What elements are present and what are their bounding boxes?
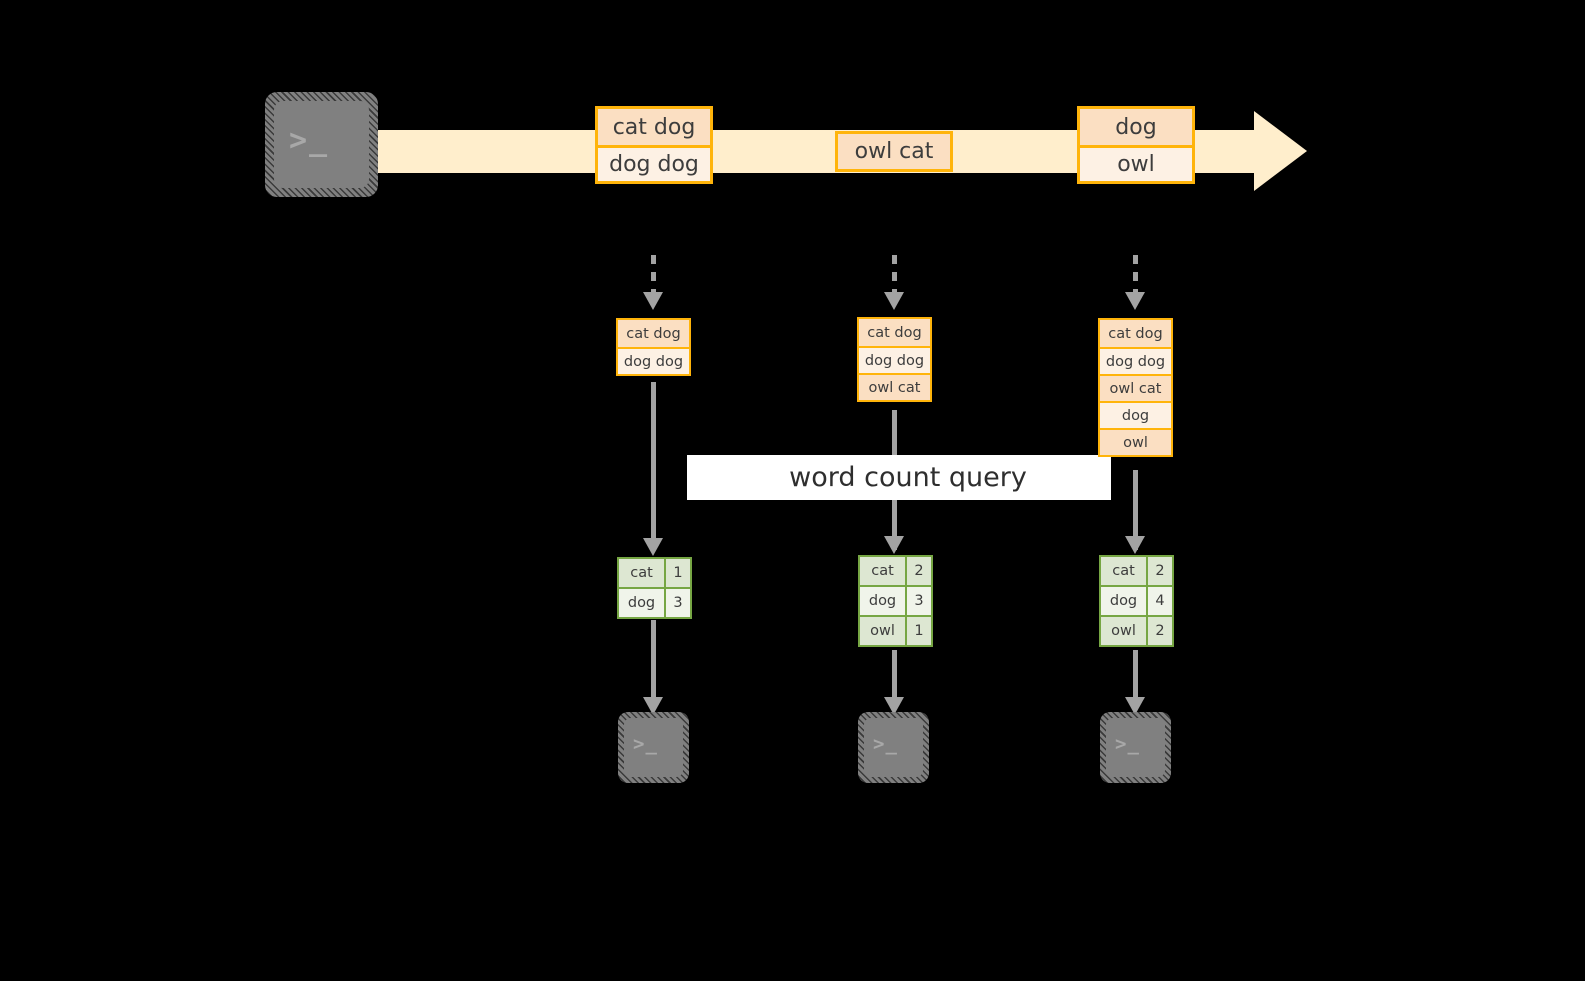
result-count: 2 (905, 557, 931, 585)
result-count: 3 (905, 587, 931, 615)
result-count: 2 (1146, 557, 1172, 585)
result-count: 4 (1146, 587, 1172, 615)
snapshot-2-input-box: cat dog dog dog owl cat (857, 317, 932, 402)
terminal-prompt: >_ (873, 733, 898, 755)
snapshot-input-line: cat dog (1100, 320, 1171, 347)
snapshot-3-dashed-arrowhead (1125, 292, 1145, 310)
snapshot-1-query-arrowhead (643, 538, 663, 556)
record-line: owl cat (838, 134, 950, 169)
record-line: dog dog (598, 145, 710, 181)
snapshot-1-sink-connector (651, 620, 656, 708)
snapshot-input-line: dog (1100, 401, 1171, 428)
result-word: cat (630, 565, 653, 581)
snapshot-3-sink-connector (1133, 650, 1138, 708)
table-row: cat 1 (619, 559, 690, 587)
stream-record-3: dog owl (1077, 106, 1195, 184)
snapshot-3-sink-terminal-icon: >_ (1100, 712, 1171, 783)
snapshot-2-dashed-arrowhead (884, 292, 904, 310)
source-terminal-icon: >_ (265, 92, 378, 197)
table-row: dog 4 (1101, 585, 1172, 615)
table-row: owl 2 (1101, 615, 1172, 645)
table-row: cat 2 (1101, 557, 1172, 585)
snapshot-1-result-table: cat 1 dog 3 (617, 557, 692, 619)
terminal-screen (274, 101, 369, 188)
result-count: 1 (905, 617, 931, 645)
snapshot-3-query-connector (1133, 470, 1138, 550)
table-row: dog 3 (619, 587, 690, 617)
query-label-text: word count query (789, 462, 1027, 493)
snapshot-2-result-table: cat 2 dog 3 owl 1 (858, 555, 933, 647)
snapshot-2-sink-arrowhead (884, 697, 904, 715)
result-word: dog (627, 595, 656, 611)
snapshot-input-line: owl cat (1100, 374, 1171, 401)
snapshot-3-input-box: cat dog dog dog owl cat dog owl (1098, 318, 1173, 457)
terminal-screen (864, 718, 923, 777)
snapshot-2-sink-connector (892, 650, 897, 708)
result-count: 3 (664, 589, 690, 617)
snapshot-1-sink-arrowhead (643, 697, 663, 715)
snapshot-1-dashed-arrowhead (643, 292, 663, 310)
snapshot-2-query-arrowhead (884, 536, 904, 554)
table-row: cat 2 (860, 557, 931, 585)
snapshot-input-line: cat dog (618, 320, 689, 347)
result-count: 2 (1146, 617, 1172, 645)
result-word: cat (1112, 563, 1135, 579)
result-count: 1 (664, 559, 690, 587)
snapshot-input-line: dog dog (859, 346, 930, 373)
snapshot-3-dashed-connector (1133, 255, 1138, 297)
result-word: dog (868, 593, 897, 609)
snapshot-1-query-connector (651, 382, 656, 550)
terminal-prompt: >_ (289, 123, 330, 158)
snapshot-3-query-arrowhead (1125, 536, 1145, 554)
snapshot-2-sink-terminal-icon: >_ (858, 712, 929, 783)
stream-record-1: cat dog dog dog (595, 106, 713, 184)
snapshot-1-sink-terminal-icon: >_ (618, 712, 689, 783)
table-row: dog 3 (860, 585, 931, 615)
snapshot-input-line: cat dog (859, 319, 930, 346)
terminal-screen (624, 718, 683, 777)
snapshot-2-dashed-connector (892, 255, 897, 297)
record-line: owl (1080, 145, 1192, 181)
record-line: dog (1080, 109, 1192, 145)
snapshot-input-line: dog dog (618, 347, 689, 374)
table-row: owl 1 (860, 615, 931, 645)
snapshot-1-dashed-connector (651, 255, 656, 297)
snapshot-3-sink-arrowhead (1125, 697, 1145, 715)
snapshot-input-line: owl cat (859, 373, 930, 400)
snapshot-input-line: owl (1100, 428, 1171, 455)
result-word: owl (1111, 623, 1136, 639)
result-word: cat (871, 563, 894, 579)
result-word: dog (1109, 593, 1138, 609)
record-line: cat dog (598, 109, 710, 145)
result-word: owl (870, 623, 895, 639)
query-label: word count query (687, 455, 1111, 500)
terminal-prompt: >_ (1115, 733, 1140, 755)
snapshot-3-result-table: cat 2 dog 4 owl 2 (1099, 555, 1174, 647)
snapshot-input-line: dog dog (1100, 347, 1171, 374)
stream-record-2: owl cat (835, 131, 953, 172)
terminal-screen (1106, 718, 1165, 777)
terminal-prompt: >_ (633, 733, 658, 755)
arrow-right-icon (1254, 111, 1307, 191)
snapshot-1-input-box: cat dog dog dog (616, 318, 691, 376)
